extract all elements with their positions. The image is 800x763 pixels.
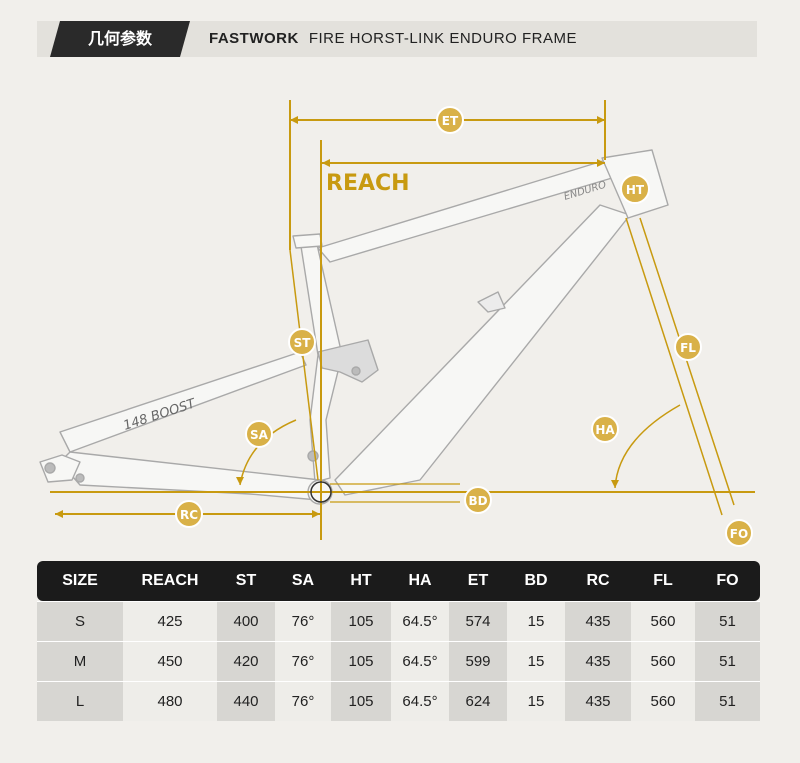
header-rc: RC (565, 561, 631, 601)
table-cell: S (37, 600, 123, 641)
header-bd: BD (507, 561, 565, 601)
et-badge: ET (436, 106, 464, 134)
header: 几何参数 FASTWORK FIRE HORST-LINK ENDURO FRAM… (0, 0, 800, 70)
table-cell: 51 (695, 640, 760, 681)
geometry-diagram: 148 BOOST ENDURO ET REACH (39, 100, 755, 547)
fl-badge: FL (674, 333, 702, 361)
bb-marker (310, 481, 332, 503)
et-label: ET (442, 114, 459, 128)
table-cell: 51 (695, 600, 760, 641)
fork-line-back (639, 217, 735, 506)
sa-label: SA (250, 428, 269, 442)
table-cell: 64.5° (391, 680, 449, 721)
rc-label: RC (180, 508, 198, 522)
header-et: ET (449, 561, 507, 601)
table-cell: 64.5° (391, 640, 449, 681)
seat-angle-line (289, 249, 319, 481)
dimension-lines (50, 100, 755, 540)
table-cell: 15 (507, 640, 565, 681)
fork-line (625, 217, 723, 516)
geometry-table: SIZE REACH ST SA HT HA ET BD RC FL FO S … (37, 561, 760, 721)
ha-label: HA (595, 423, 615, 437)
table-cell: 560 (631, 600, 695, 641)
brand-name: FASTWORK (209, 30, 299, 47)
header-st: ST (217, 561, 275, 601)
table-cell: 450 (123, 640, 217, 681)
header-reach: REACH (123, 561, 217, 601)
header-size: SIZE (37, 561, 123, 601)
bolt (307, 450, 319, 462)
bolt (75, 473, 85, 483)
fo-badge: FO (725, 519, 753, 547)
table-cell: 105 (331, 600, 391, 641)
table-cell: 480 (123, 680, 217, 721)
seat-stay (59, 351, 307, 453)
header-fl: FL (631, 561, 695, 601)
table-cell: 105 (331, 640, 391, 681)
header-sa: SA (275, 561, 331, 601)
ht-label: HT (626, 183, 645, 197)
reach-label: REACH (326, 171, 410, 196)
dimension-arrows (55, 116, 619, 518)
ha-badge: HA (591, 415, 619, 443)
table-cell: 425 (123, 600, 217, 641)
table-cell: L (37, 680, 123, 721)
table-cell: 15 (507, 600, 565, 641)
header-ha: HA (391, 561, 449, 601)
rc-badge: RC (175, 500, 203, 528)
table-row: M 450 420 76° 105 64.5° 599 15 435 560 5… (37, 640, 760, 681)
table-header-row: SIZE REACH ST SA HT HA ET BD RC FL FO (37, 561, 760, 601)
table-row: L 480 440 76° 105 64.5° 624 15 435 560 5… (37, 680, 760, 721)
geometry-tag: 几何参数 (50, 21, 190, 57)
bolt (44, 462, 56, 474)
table-row: S 425 400 76° 105 64.5° 574 15 435 560 5… (37, 600, 760, 641)
bike-frame (39, 149, 669, 505)
bd-label: BD (468, 494, 487, 508)
table-cell: 51 (695, 680, 760, 721)
table-cell: 574 (449, 600, 507, 641)
dimension-badges: ET REACH HT FL ST SA HA RC BD (175, 106, 753, 547)
sa-badge: SA (245, 420, 273, 448)
table-cell: 400 (217, 600, 275, 641)
table-cell: M (37, 640, 123, 681)
table-cell: 76° (275, 680, 331, 721)
ha-arc (614, 404, 681, 489)
table-cell: 435 (565, 600, 631, 641)
frame-title: FIRE HORST-LINK ENDURO FRAME (308, 30, 578, 47)
st-badge: ST (288, 328, 316, 356)
fo-label: FO (730, 527, 748, 541)
ht-badge: HT (620, 174, 650, 204)
header-title-line: FASTWORK FIRE HORST-LINK ENDURO FRAME (209, 21, 577, 57)
table-cell: 435 (565, 640, 631, 681)
bd-badge: BD (464, 486, 492, 514)
st-label: ST (294, 336, 312, 350)
shock-mount (477, 291, 506, 313)
header-ht: HT (331, 561, 391, 601)
table-cell: 420 (217, 640, 275, 681)
table-cell: 440 (217, 680, 275, 721)
table-cell: 560 (631, 680, 695, 721)
table-cell: 560 (631, 640, 695, 681)
table-cell: 15 (507, 680, 565, 721)
table-cell: 76° (275, 600, 331, 641)
table-cell: 76° (275, 640, 331, 681)
table-cell: 599 (449, 640, 507, 681)
header-fo: FO (695, 561, 760, 601)
bolt (351, 366, 361, 376)
table-cell: 624 (449, 680, 507, 721)
fl-label: FL (680, 341, 696, 355)
dropout (39, 454, 81, 483)
seat-clamp (292, 233, 323, 249)
table-cell: 105 (331, 680, 391, 721)
table-cell: 435 (565, 680, 631, 721)
down-tube (334, 204, 631, 496)
table-cell: 64.5° (391, 600, 449, 641)
